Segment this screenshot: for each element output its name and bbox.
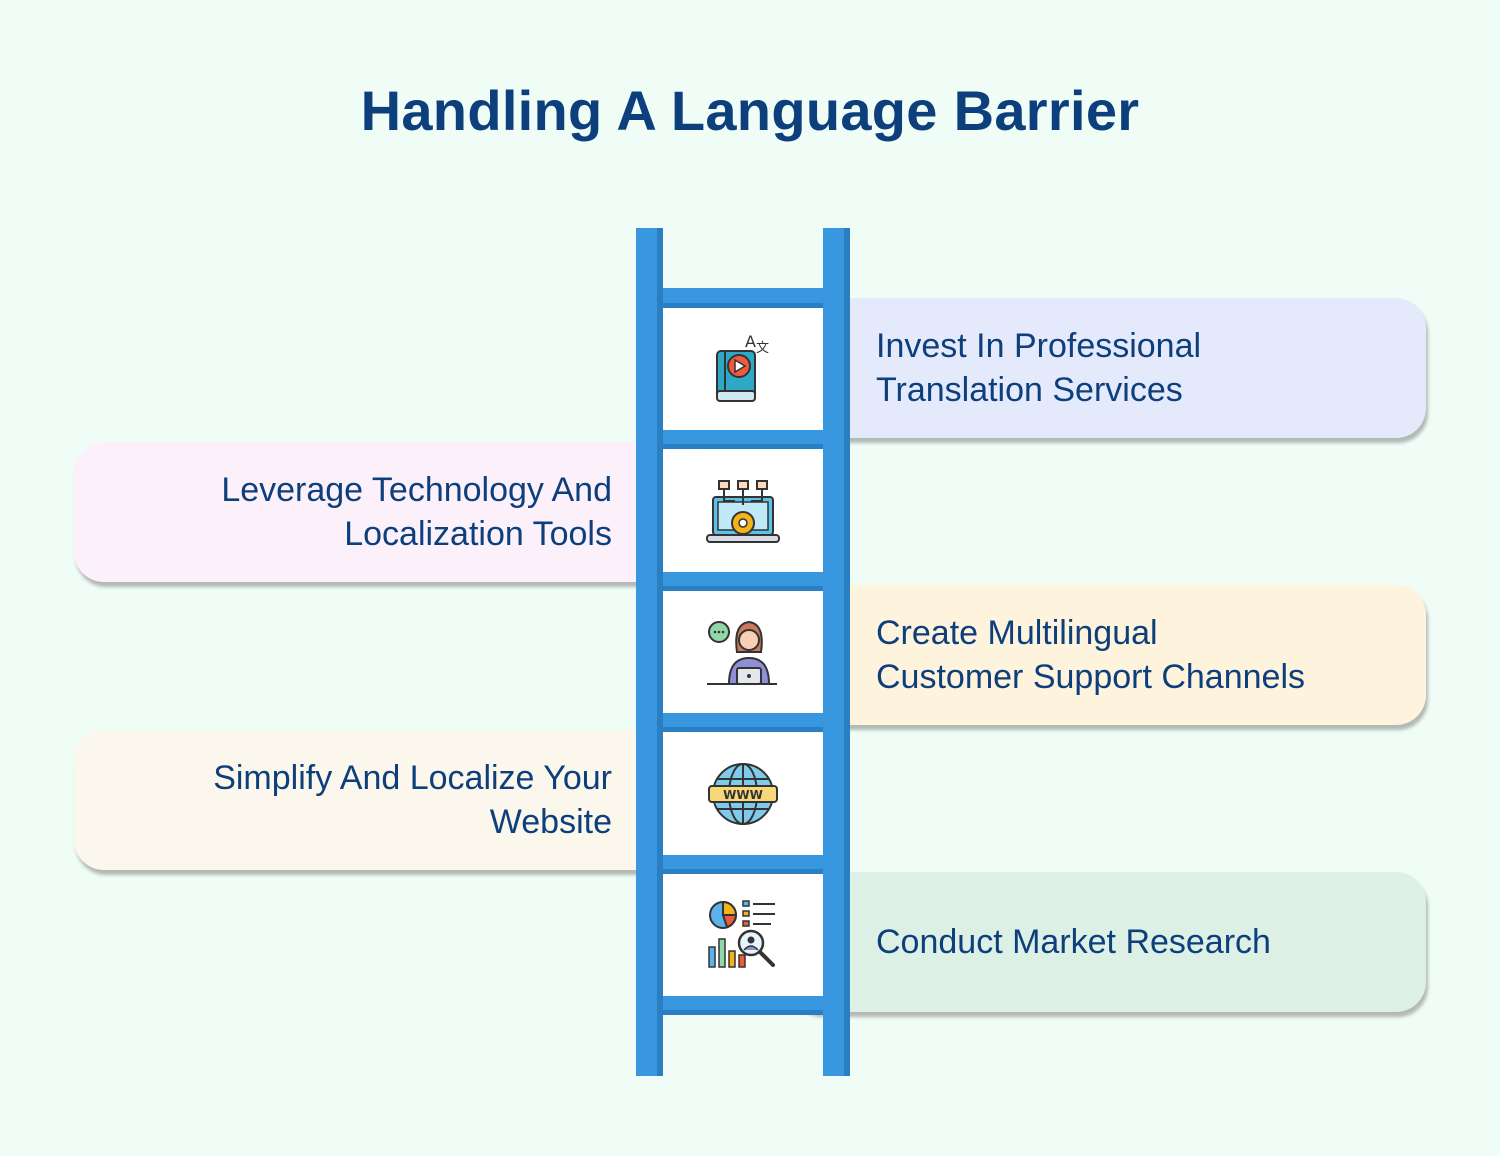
step-label: Leverage Technology And Localization Too… <box>221 471 612 553</box>
step-label: Conduct Market Research <box>876 923 1271 961</box>
ladder-rail-right <box>823 228 850 1076</box>
ladder-step-3 <box>663 591 823 713</box>
market-research-icon <box>708 900 775 968</box>
ladder-step-4: WWW <box>663 733 823 855</box>
ladder-rung <box>650 429 828 449</box>
step-card-support: Create Multilingual Customer Support Cha… <box>790 585 1426 725</box>
ladder-rail-left <box>636 228 663 1076</box>
translation-book-icon: A 文 <box>716 332 769 402</box>
svg-text:文: 文 <box>756 341 769 356</box>
laptop-gear-icon <box>706 480 780 543</box>
ladder-step-2 <box>663 450 823 572</box>
ladder: A 文 <box>636 228 850 1076</box>
step-card-research: Conduct Market Research <box>790 872 1426 1012</box>
support-agent-icon <box>707 620 777 685</box>
step-label: Invest In Professional Translation Servi… <box>876 327 1202 409</box>
svg-text:WWW: WWW <box>723 788 763 802</box>
svg-text:A: A <box>745 332 756 351</box>
step-card-technology: Leverage Technology And Localization Too… <box>74 442 710 582</box>
step-card-translation: Invest In Professional Translation Servi… <box>790 298 1426 438</box>
step-label: Create Multilingual Customer Support Cha… <box>876 614 1306 696</box>
page-title: Handling A Language Barrier <box>360 79 1140 142</box>
ladder-step-5 <box>663 874 823 996</box>
www-globe-icon: WWW <box>708 763 778 825</box>
step-card-website: Simplify And Localize Your Website <box>74 730 710 870</box>
step-label: Simplify And Localize Your Website <box>213 759 612 841</box>
ladder-rung <box>650 854 828 874</box>
ladder-rung <box>650 288 828 308</box>
ladder-rung <box>650 995 828 1015</box>
ladder-rung <box>650 712 828 732</box>
ladder-rung <box>650 571 828 591</box>
ladder-step-1: A 文 <box>663 308 823 430</box>
